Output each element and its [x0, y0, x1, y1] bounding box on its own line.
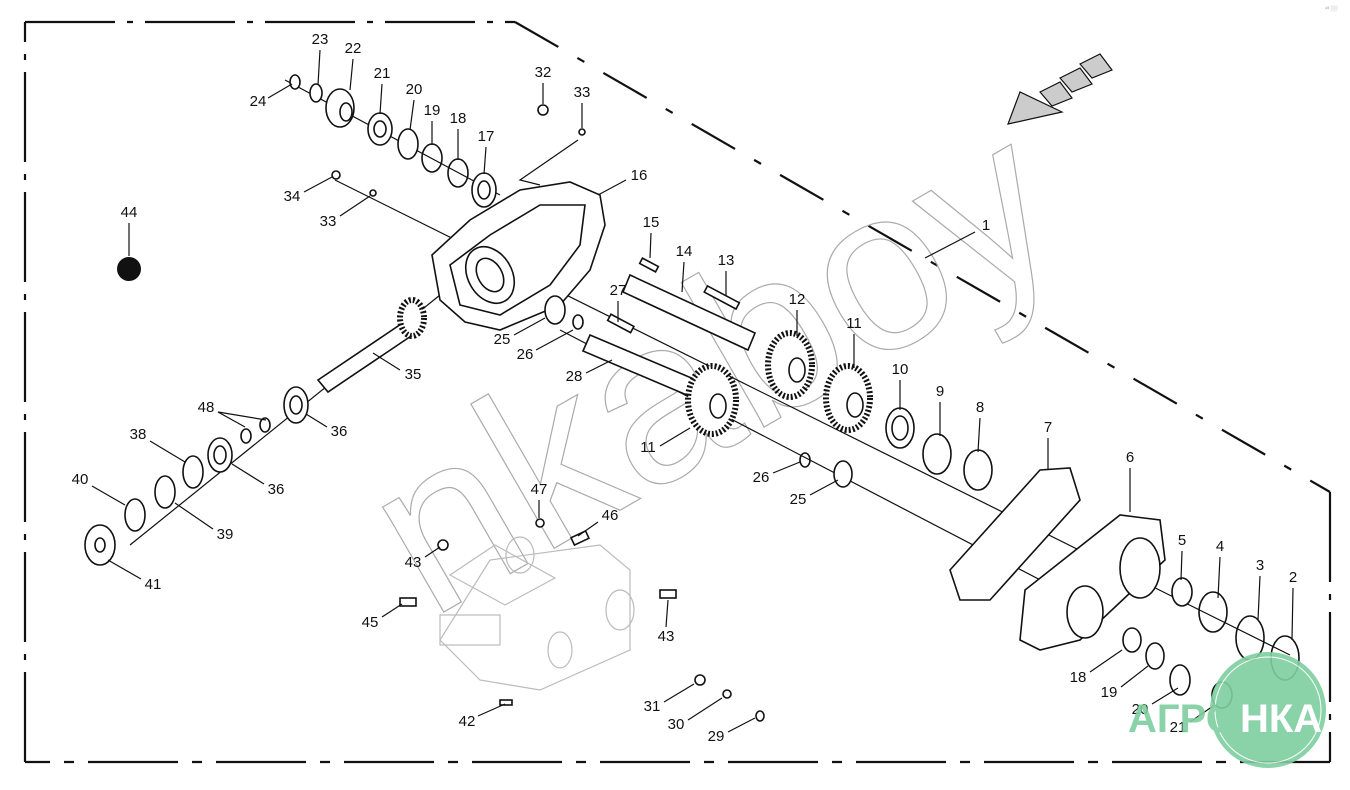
part-label: 5 [1178, 532, 1186, 549]
part-label: 14 [676, 243, 693, 260]
part-label: 32 [535, 64, 552, 81]
part-label: 43 [405, 554, 422, 571]
part-label: 25 [790, 491, 807, 508]
part-label: 7 [1044, 419, 1052, 436]
part-label: 48 [198, 399, 215, 416]
part-label: 43 [658, 628, 675, 645]
part-number-labels: 1 2 3 4 5 6 7 8 9 10 11 11 12 13 14 15 1… [72, 31, 1298, 745]
part-label: 21 [374, 65, 391, 82]
part-label: 45 [362, 614, 379, 631]
part-label: 47 [531, 481, 548, 498]
part-label: 21 [1170, 719, 1187, 736]
part-label: 18 [450, 110, 467, 127]
part-label: 2 [1289, 569, 1297, 586]
part-label: 24 [250, 93, 267, 110]
part-label: 4 [1216, 538, 1224, 555]
part-label: 23 [312, 31, 329, 48]
part-label: 29 [708, 728, 725, 745]
part-label: 13 [718, 252, 735, 269]
corner-code: ⁴³ ░░ [1325, 5, 1338, 12]
assembled-view-ghost [399, 518, 765, 722]
part-label: 26 [753, 469, 770, 486]
part-label: 18 [1070, 669, 1087, 686]
upper-shaft-parts [289, 74, 586, 208]
part-label: 8 [976, 399, 984, 416]
logo-text-right: НКА [1240, 697, 1322, 741]
part-label: 36 [268, 481, 285, 498]
agronka-logo: АГРО НКА [1128, 652, 1326, 768]
part-label: 9 [936, 383, 944, 400]
direction-arrow-icon [1007, 53, 1113, 125]
part-label: 40 [72, 471, 89, 488]
part-label: 26 [517, 346, 534, 363]
part-label: 6 [1126, 449, 1134, 466]
part-label: 30 [668, 716, 685, 733]
part-label: 39 [217, 526, 234, 543]
part-label: 34 [284, 188, 301, 205]
part-label: 15 [643, 214, 660, 231]
intermediate-shafts-and-gears [544, 257, 993, 491]
part-label: 1 [982, 217, 990, 234]
part-label: 12 [789, 291, 806, 308]
part-label: 42 [459, 713, 476, 730]
part-label: 11 [640, 439, 656, 456]
part-44-dot [117, 257, 141, 281]
part-label: 20 [1132, 701, 1149, 718]
part-label: 22 [345, 40, 362, 57]
part-label: 11 [846, 315, 862, 332]
part-label: 25 [494, 331, 511, 348]
part-label: 28 [566, 368, 583, 385]
part-label: 33 [574, 84, 591, 101]
part-label: 46 [602, 507, 619, 524]
part-label: 16 [631, 167, 648, 184]
gearbox-housing [431, 181, 606, 331]
part-label: 17 [478, 128, 495, 145]
part-label: 27 [610, 282, 627, 299]
leader-lines [91, 49, 1294, 733]
part-label: 3 [1256, 557, 1264, 574]
part-label: 31 [644, 698, 661, 715]
part-label: 44 [121, 204, 138, 221]
part-label: 33 [320, 213, 337, 230]
part-label: 35 [405, 366, 422, 383]
input-shaft [84, 297, 427, 566]
part-label: 36 [331, 423, 348, 440]
logo-text-left: АГРО [1128, 697, 1237, 741]
part-label: 19 [424, 102, 441, 119]
part-label: 20 [406, 81, 423, 98]
part-label: 19 [1101, 684, 1118, 701]
part-label: 10 [892, 361, 909, 378]
part-label: 38 [130, 426, 147, 443]
part-label: 41 [145, 576, 162, 593]
assembly-boundary [23, 20, 1332, 764]
